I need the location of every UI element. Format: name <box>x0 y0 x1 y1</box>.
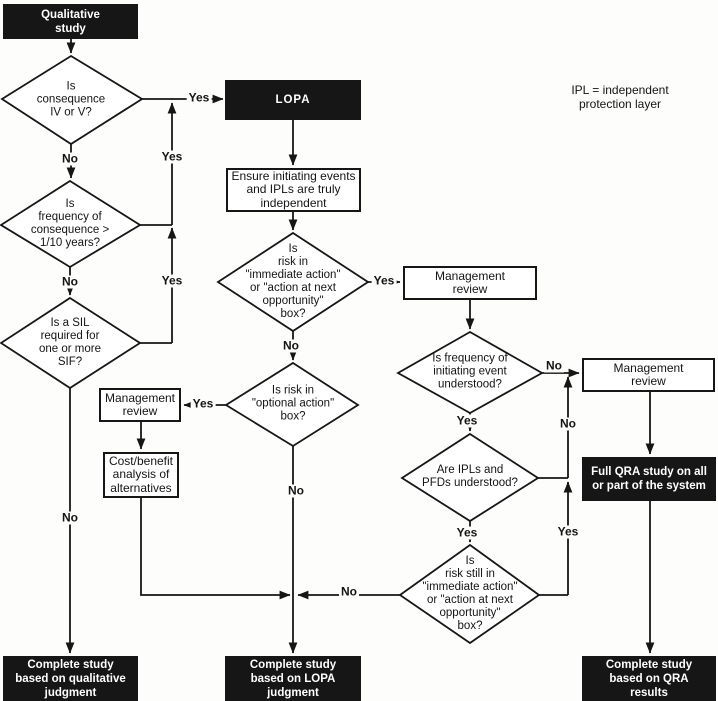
process-box-management-review-left: Management review <box>99 388 181 422</box>
edge-label-yes-initfreq: Yes <box>454 413 480 428</box>
terminal-box-lopa: LOPA <box>225 80 361 120</box>
decision-diamond-optional-action <box>224 361 360 448</box>
edge-label-yes-consequence: Yes <box>186 90 212 105</box>
decision-text-optional-action: Is risk in "optional action" box? <box>251 384 335 423</box>
process-box-management-review-right: Management review <box>582 358 715 392</box>
decision-diamond-frequency <box>0 179 142 269</box>
edge-label-no-frequency: No <box>60 274 80 289</box>
decision-diamond-immediate-action <box>216 231 370 333</box>
edge-label-yes-sil-riser: Yes <box>159 273 185 288</box>
decision-text-frequency: Is frequency of consequence > 1/10 years… <box>30 198 110 249</box>
edge-label-no-sil: No <box>60 510 80 525</box>
terminal-box-complete-lopa: Complete study based on LOPA judgment <box>225 656 361 701</box>
decision-diamond-initiating-frequency <box>396 330 544 415</box>
edge-label-no-consequence: No <box>60 151 80 166</box>
edge-label-yes-ipls: Yes <box>454 525 480 540</box>
process-box-ensure-independent: Ensure initiating events and IPLs are tr… <box>226 168 361 212</box>
decision-text-still-immediate: Is risk still in "immediate action" or "… <box>422 555 518 632</box>
terminal-box-full-qra: Full QRA study on all or part of the sys… <box>582 457 716 501</box>
decision-diamond-sil <box>0 296 142 390</box>
decision-text-initiating-frequency: Is frequency of initiating event underst… <box>432 352 508 391</box>
edge-label-yes-frequency-riser: Yes <box>159 149 185 164</box>
terminal-box-qualitative-study: Qualitative study <box>3 4 138 39</box>
decision-diamond-still-immediate <box>398 543 541 645</box>
process-box-management-review-top: Management review <box>403 266 537 300</box>
process-box-cost-benefit: Cost/benefit analysis of alternatives <box>103 452 179 498</box>
decision-diamond-ipls-pfds <box>400 432 540 523</box>
decision-diamond-consequence <box>0 54 144 146</box>
connector-costbenefit-to-junction <box>140 498 291 600</box>
decision-text-consequence: Is consequence IV or V? <box>36 80 106 119</box>
edge-label-yes-optional: Yes <box>190 396 216 411</box>
edge-label-no-initfreq: No <box>544 358 564 373</box>
decision-text-sil: Is a SIL required for one or more SIF? <box>38 317 102 368</box>
legend-note: IPL = independent protection layer <box>571 83 669 111</box>
decision-text-ipls-pfds: Are IPLs and PFDs understood? <box>422 464 518 489</box>
edge-label-no-still-immediate: No <box>339 584 359 599</box>
decision-text-immediate-action: Is risk in "immediate action" or "action… <box>245 243 341 320</box>
terminal-box-complete-qra: Complete study based on QRA results <box>582 656 716 701</box>
edge-label-yes-still-riser: Yes <box>555 524 581 539</box>
edge-label-no-optional: No <box>286 483 306 498</box>
edge-label-yes-immediate: Yes <box>371 273 397 288</box>
edge-label-no-immediate: No <box>281 338 301 353</box>
edge-label-no-ipls-riser: No <box>558 416 578 431</box>
terminal-box-complete-qualitative: Complete study based on qualitative judg… <box>3 656 138 701</box>
